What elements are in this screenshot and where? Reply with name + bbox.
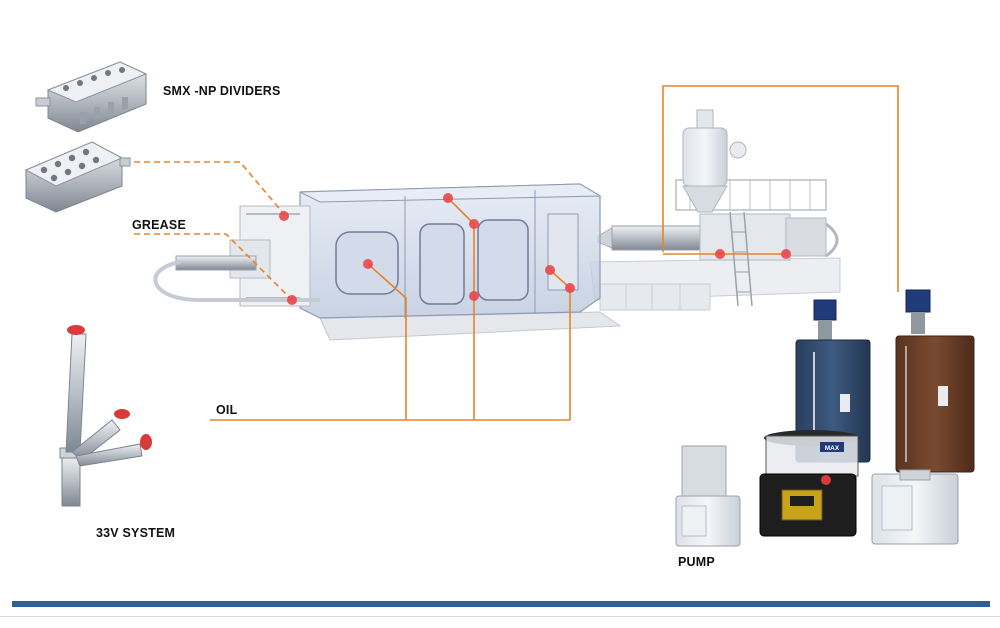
lube-point bbox=[287, 295, 297, 305]
lube-point bbox=[565, 283, 575, 293]
lube-point bbox=[443, 193, 453, 203]
33v-system-fitting bbox=[59, 325, 152, 507]
oil-label: OIL bbox=[216, 403, 238, 417]
lube-point bbox=[545, 265, 555, 275]
lube-point bbox=[781, 249, 791, 259]
lube-point bbox=[279, 211, 289, 221]
pump-brown-tank bbox=[895, 289, 975, 473]
33v-system-label: 33V SYSTEM bbox=[96, 526, 176, 540]
smx-dividers-label: SMX -NP DIVIDERS bbox=[163, 84, 281, 98]
footer-divider bbox=[0, 616, 1000, 617]
lube-point bbox=[469, 291, 479, 301]
pump-clear-reservoir-right bbox=[871, 469, 959, 545]
grease-leader-lines bbox=[134, 161, 293, 301]
pump-brand-badge: MAX bbox=[825, 445, 840, 452]
lube-point bbox=[715, 249, 725, 259]
pump-clear-reservoir-small bbox=[675, 445, 741, 547]
lube-point bbox=[363, 259, 373, 269]
lube-points bbox=[279, 193, 791, 305]
injection-molding-machine bbox=[153, 109, 841, 341]
lube-point bbox=[469, 219, 479, 229]
pump-label: PUMP bbox=[678, 555, 715, 569]
smx-np-divider-bottom bbox=[24, 141, 131, 213]
smx-np-divider-top bbox=[35, 61, 148, 133]
oil-leader-lines bbox=[210, 85, 899, 421]
pump-max-grease-unit: MAX bbox=[759, 430, 860, 537]
grease-label: GREASE bbox=[132, 218, 186, 232]
footer-accent-bar bbox=[12, 601, 990, 607]
